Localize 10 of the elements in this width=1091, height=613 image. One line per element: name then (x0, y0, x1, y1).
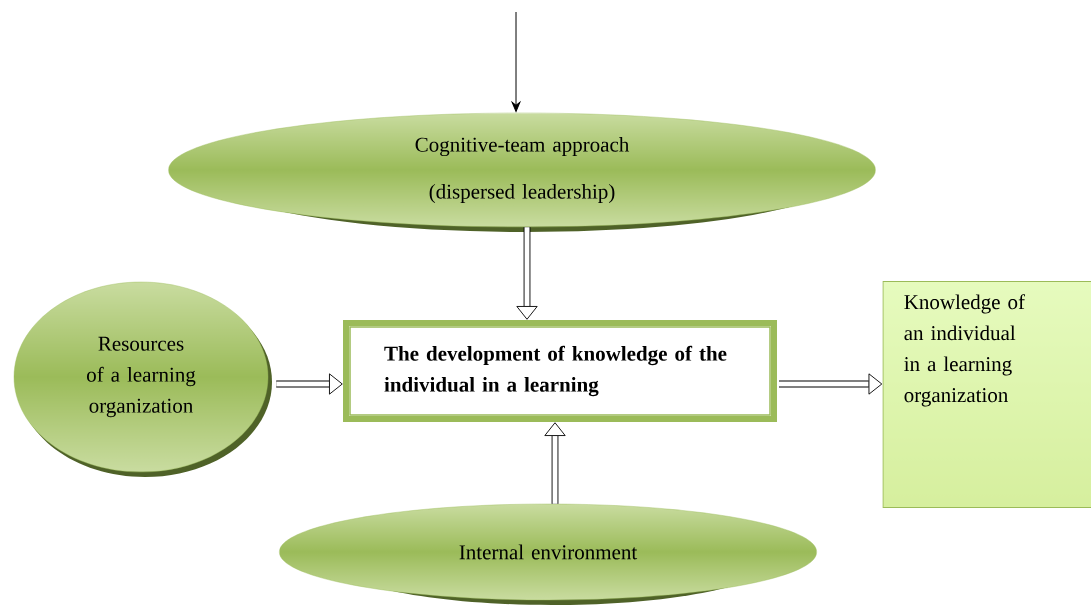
title-box: The development of knowledge of the individual in a learning (343, 320, 777, 422)
text-box: Knowledge of an individual in a learning organization (882, 281, 1091, 508)
block-arrow (516, 227, 538, 320)
block-arrow (276, 373, 343, 395)
ellipse-node: Cognitive-team approach (dispersed leadership) (168, 112, 876, 232)
block-arrow (544, 422, 566, 504)
ellipse-node: Resources of a learning organization (13, 281, 272, 477)
block-arrow (779, 373, 883, 395)
arrow (511, 11, 521, 112)
ellipse-node: Internal environment (279, 503, 817, 605)
